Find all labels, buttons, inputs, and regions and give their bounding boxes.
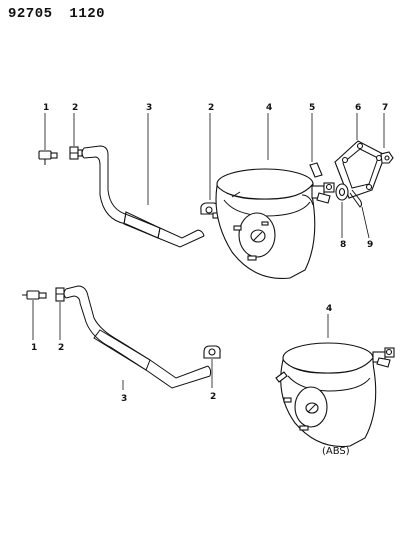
- hose-clip-lower-left: [55, 287, 65, 340]
- abs-label: (ABS): [322, 446, 350, 457]
- hose-clamp-upper-right: [200, 113, 219, 219]
- vacuum-hose-upper: [81, 113, 205, 248]
- vacuum-hose-lower: [63, 285, 212, 390]
- callout-7: 7: [382, 103, 388, 113]
- cotter-pin: [349, 189, 370, 239]
- brake-booster-abs: [275, 314, 395, 448]
- hose-clip-upper-left: [69, 113, 83, 160]
- callout-4-upper: 4: [266, 103, 272, 113]
- fitting-lower: [22, 290, 47, 340]
- callout-2-upper-left: 2: [72, 103, 78, 113]
- callout-4-lower: 4: [326, 304, 332, 314]
- hose-clamp-lower-right: [203, 345, 221, 388]
- callout-8: 8: [340, 240, 346, 250]
- callout-9: 9: [367, 240, 373, 250]
- fitting-upper: [38, 113, 58, 165]
- callout-2-lower-right: 2: [210, 392, 216, 402]
- callout-3-lower: 3: [121, 394, 127, 404]
- diagram-code: 92705: [8, 6, 53, 22]
- diagram-header: 92705 1120: [8, 6, 105, 22]
- callout-3-upper: 3: [146, 103, 152, 113]
- callout-2-lower-left: 2: [58, 343, 64, 353]
- pushrod-pin: [309, 113, 323, 178]
- mounting-nut: [380, 113, 394, 164]
- callout-6: 6: [355, 103, 361, 113]
- diagram-number: 1120: [69, 6, 106, 22]
- booster-gasket: [334, 113, 386, 199]
- callout-1-lower: 1: [31, 343, 37, 353]
- callout-2-upper-right: 2: [208, 103, 214, 113]
- brake-booster-upper: [215, 113, 335, 280]
- callout-1-upper: 1: [43, 103, 49, 113]
- callout-5: 5: [309, 103, 315, 113]
- washer: [335, 183, 349, 238]
